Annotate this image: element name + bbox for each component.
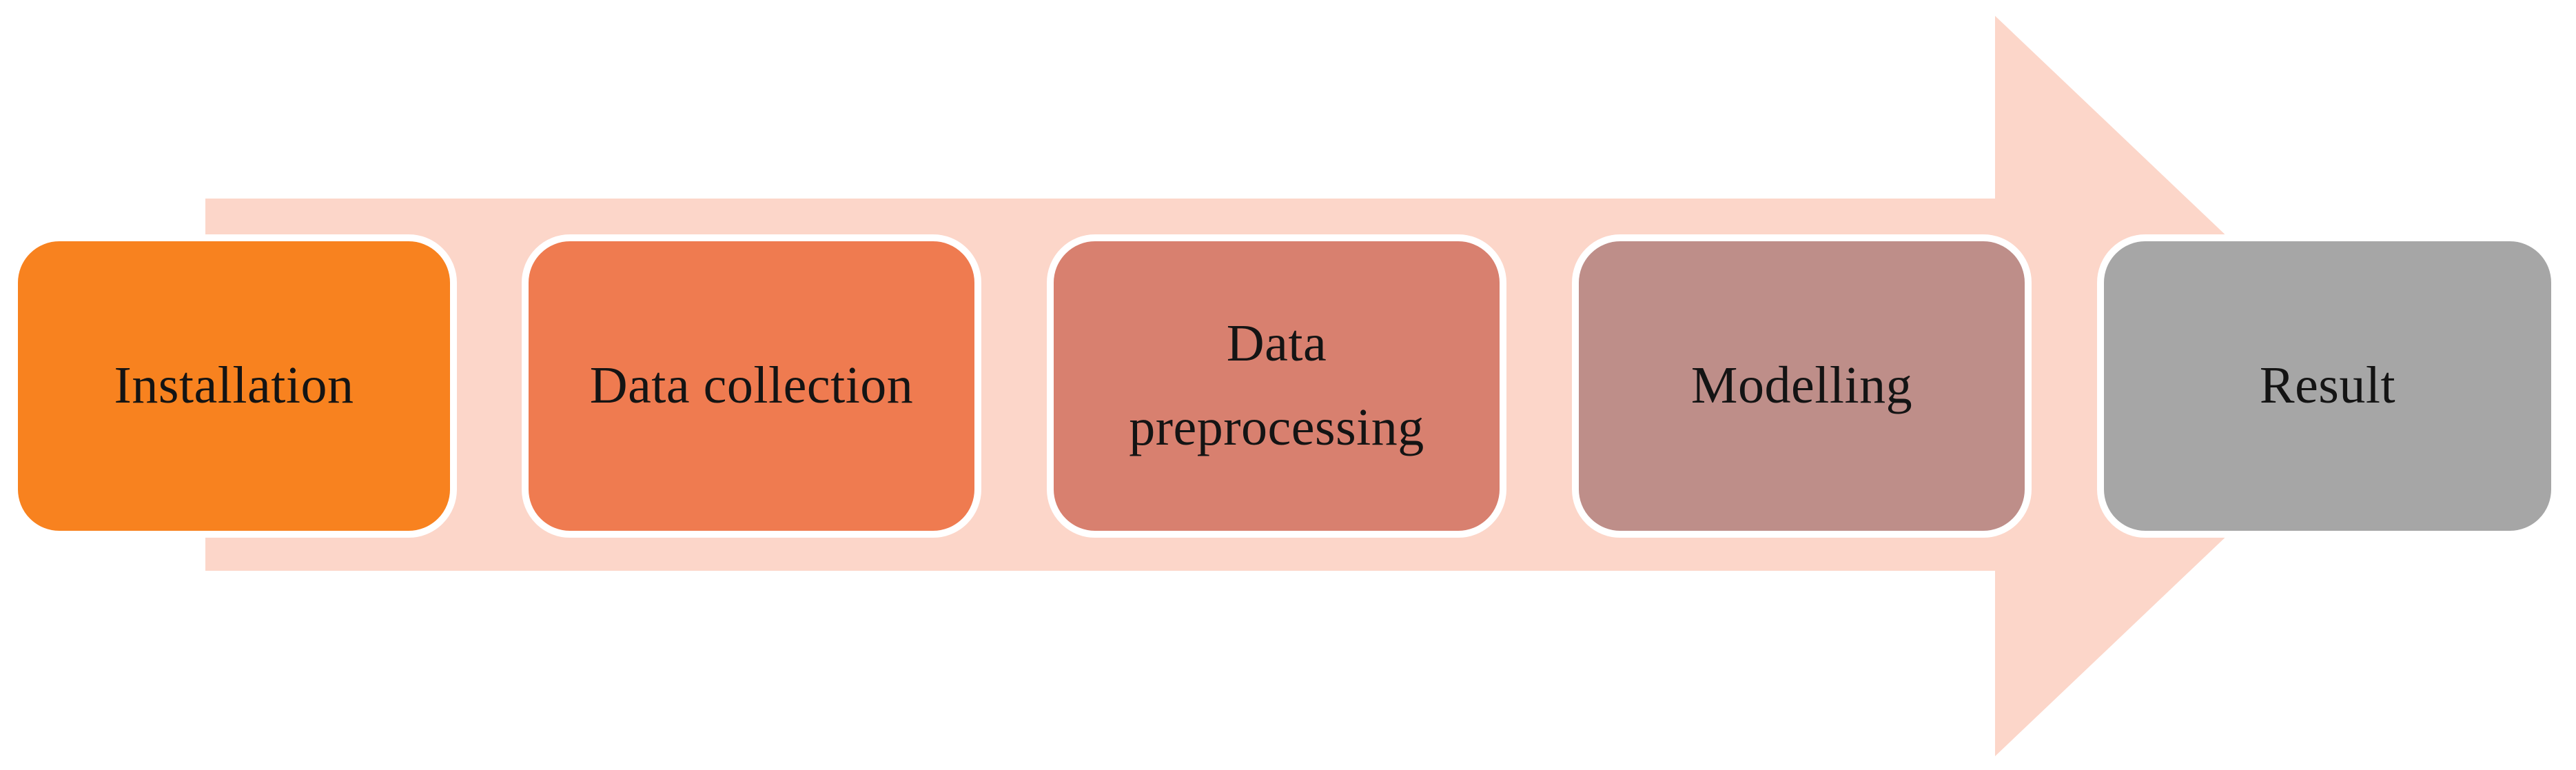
step-label: Modelling xyxy=(1690,356,1913,415)
step-box-modelling: Modelling xyxy=(1572,234,2032,538)
step-box-result: Result xyxy=(2097,234,2558,538)
step-box-data-collection: Data collection xyxy=(522,234,981,538)
step-label: Installation xyxy=(114,356,354,415)
step-box-installation: Installation xyxy=(11,234,457,538)
step-label: Data collection xyxy=(589,356,914,415)
step-label: Result xyxy=(2259,356,2396,415)
